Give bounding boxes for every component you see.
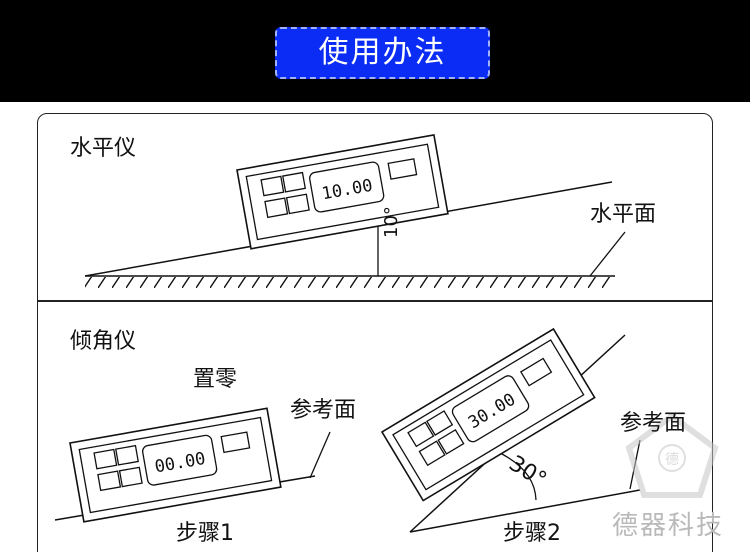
watermark-seal: 德: [625, 412, 719, 498]
section-divider: [37, 300, 713, 302]
step1-reference-label: 参考面: [290, 398, 357, 423]
level-section-title: 水平仪: [70, 136, 137, 161]
step1-zero-label: 置零: [193, 367, 238, 392]
page-title: 使用办法: [275, 27, 490, 79]
step2-step-label: 步骤2: [503, 521, 561, 546]
step2-base-line: [409, 489, 641, 533]
step1-device: 00.00: [69, 407, 282, 523]
level-device: 10.00: [236, 134, 449, 250]
level-angle-label: 10°: [381, 206, 402, 238]
level-surface-label: 水平面: [590, 202, 657, 227]
step2-device: 30.00: [381, 328, 596, 502]
watermark-seal-text: 德: [665, 452, 679, 468]
step1-diagram: 00.00: [54, 407, 331, 523]
step2-reference-label: 参考面: [620, 411, 687, 436]
watermark-brand: 德器科技: [612, 511, 725, 541]
step1-leader-line: [309, 431, 331, 479]
step2-angle-arc: [497, 451, 537, 501]
ground-hatch: [85, 277, 615, 288]
step2-diagram: 30.00: [381, 328, 641, 533]
level-diagram: 10.00: [84, 134, 626, 288]
surface-leader-line: [589, 231, 626, 277]
step1-step-label: 步骤1: [176, 521, 234, 546]
incline-section-title: 倾角仪: [70, 329, 137, 354]
